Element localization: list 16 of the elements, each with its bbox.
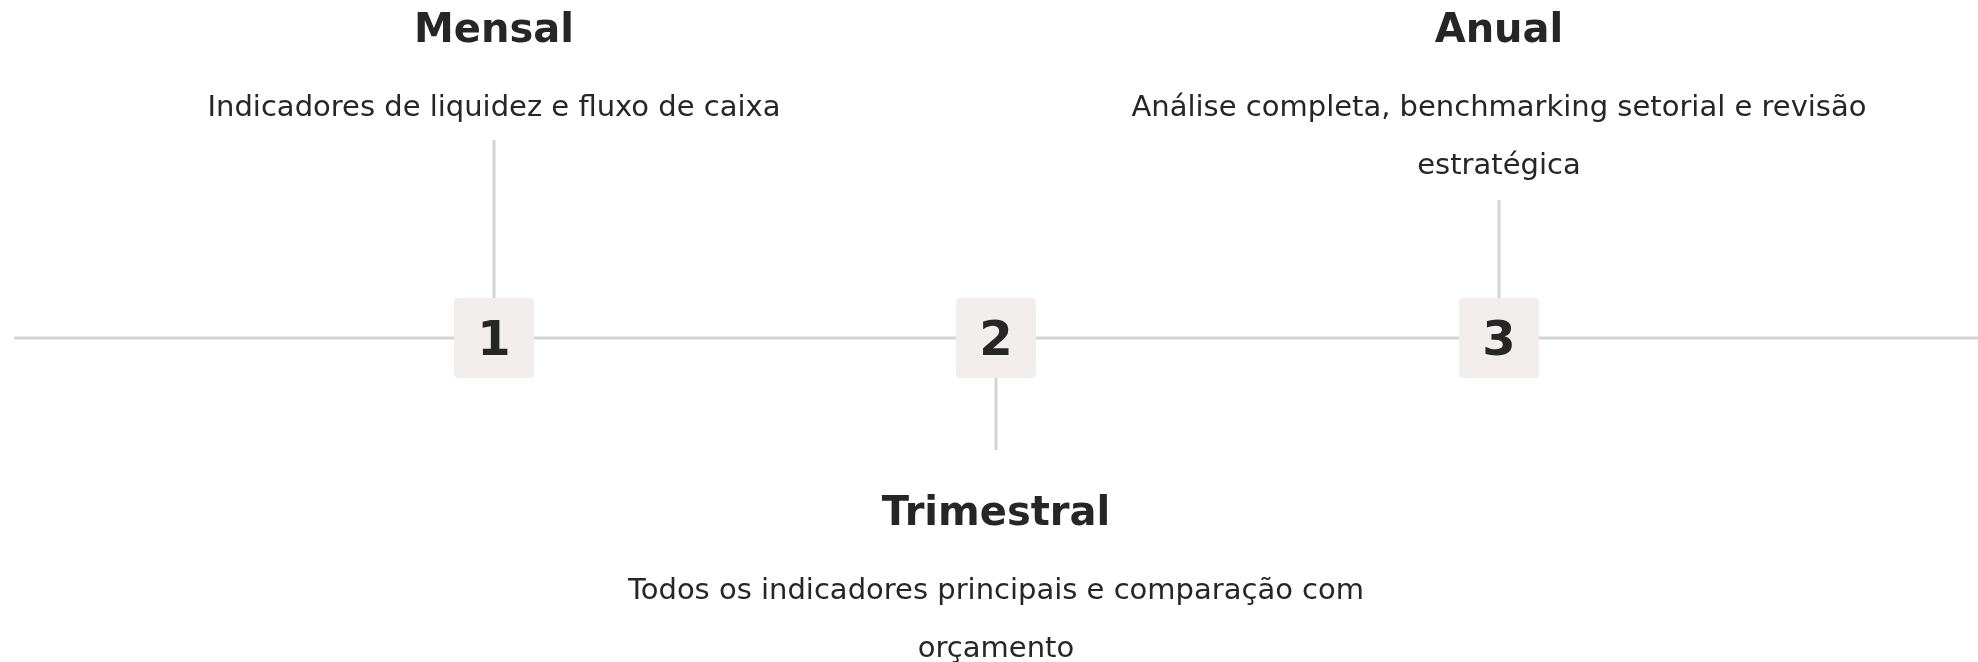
step-number-box: 2 bbox=[956, 298, 1036, 378]
connector-line bbox=[994, 378, 998, 450]
period-heading: Mensal bbox=[414, 4, 574, 53]
step-number-box: 1 bbox=[454, 298, 534, 378]
timeline-line bbox=[1539, 336, 1978, 340]
timeline-line bbox=[534, 336, 956, 340]
timeline-line bbox=[1036, 336, 1459, 340]
period-heading: Anual bbox=[1434, 4, 1564, 53]
step-number-box: 3 bbox=[1459, 298, 1539, 378]
description-text: Todos os indicadores principais e comparação com orçamento bbox=[626, 571, 1366, 662]
connector-line bbox=[1497, 200, 1501, 298]
timeline-line bbox=[14, 336, 454, 340]
description-text: Análise completa, benchmarking setorial e revisão estratégica bbox=[1130, 88, 1868, 183]
description-text: Indicadores de liquidez e fluxo de caixa bbox=[207, 88, 781, 125]
period-heading: Trimestral bbox=[881, 487, 1111, 536]
connector-line bbox=[492, 140, 496, 298]
